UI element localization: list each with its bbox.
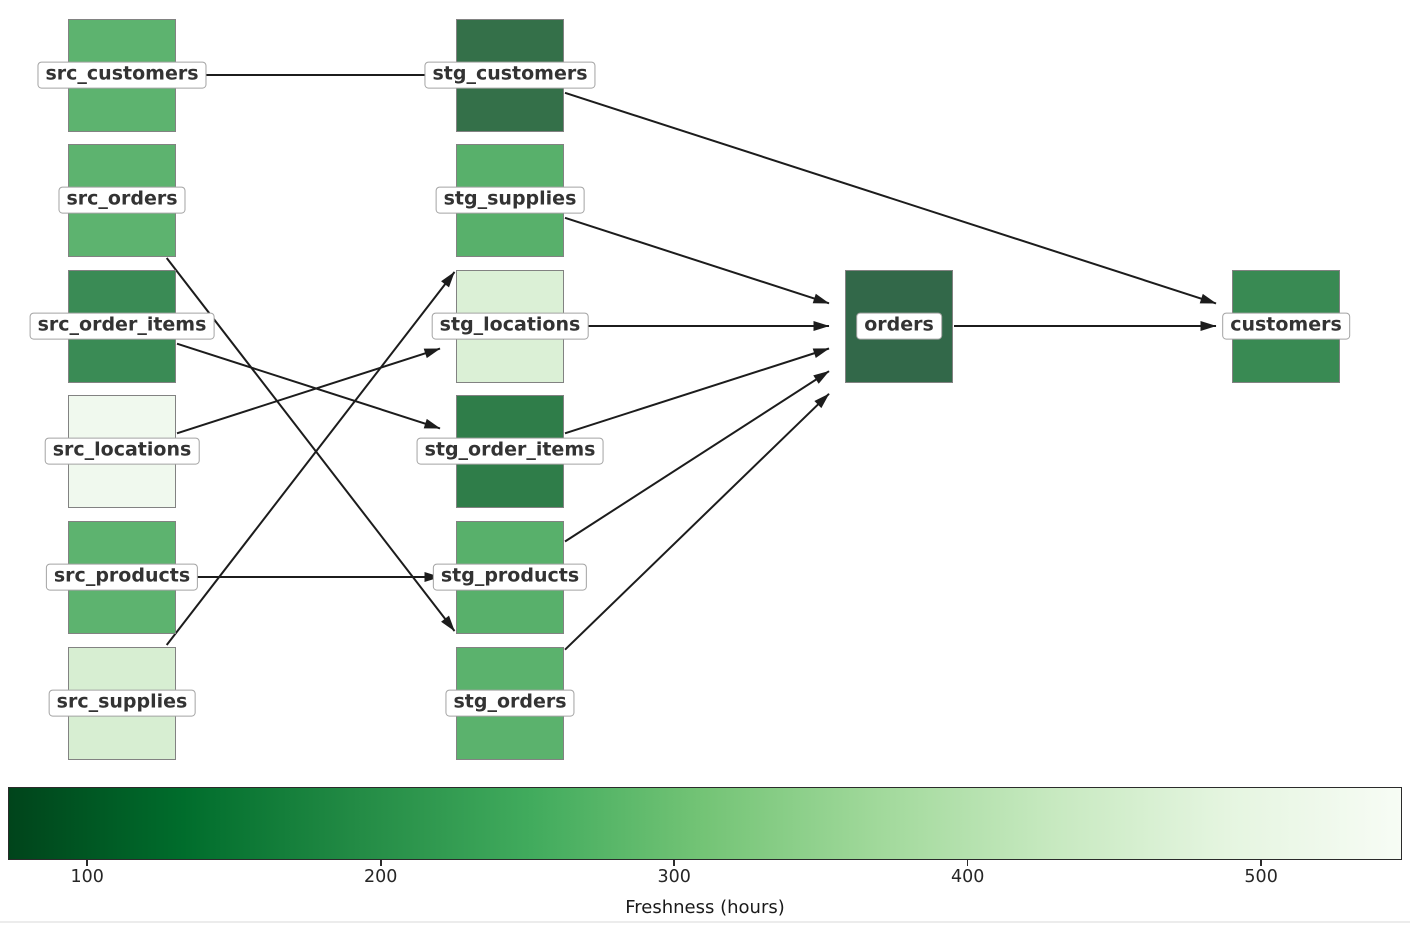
edge-stg_order_items-to-orders (564, 347, 830, 435)
node-label-stg_customers: stg_customers (424, 61, 596, 89)
node-label-stg_orders: stg_orders (445, 689, 575, 717)
node-label-stg_supplies: stg_supplies (435, 186, 585, 214)
colorbar-tick-label-500: 500 (1244, 867, 1278, 887)
edge-stg_products-to-orders (564, 370, 830, 543)
edge-src_order_items-to-stg_order_items (176, 342, 441, 430)
colorbar-tick-300 (673, 860, 675, 866)
colorbar-axis-label: Freshness (hours) (625, 897, 785, 918)
edge-src_supplies-to-stg_supplies (165, 271, 456, 646)
node-label-stg_products: stg_products (432, 563, 588, 591)
colorbar-tick-100 (86, 860, 89, 866)
node-label-src_orders: src_orders (58, 186, 186, 214)
colorbar-tick-500 (1260, 860, 1262, 866)
colorbar-tick-400 (966, 860, 969, 866)
edge-stg_customers-to-customers (564, 91, 1217, 305)
node-label-orders: orders (856, 312, 942, 340)
colorbar-gradient (8, 787, 1402, 860)
colorbar-tick-label-300: 300 (657, 867, 691, 887)
node-label-src_order_items: src_order_items (29, 312, 215, 340)
node-label-stg_order_items: stg_order_items (416, 437, 604, 465)
edge-src_locations-to-stg_locations (176, 347, 441, 435)
node-label-src_customers: src_customers (37, 61, 207, 89)
edge-src_orders-to-stg_orders (165, 257, 456, 632)
colorbar-tick-label-100: 100 (70, 867, 104, 887)
figure-bottom-divider (0, 921, 1410, 923)
edges-layer (165, 70, 1217, 651)
colorbar-tick-label-400: 400 (950, 867, 985, 887)
edge-stg_supplies-to-orders (564, 216, 830, 305)
node-label-src_supplies: src_supplies (48, 689, 196, 717)
node-label-src_locations: src_locations (44, 437, 200, 465)
colorbar-tick-200 (379, 860, 382, 866)
edge-stg_orders-to-orders (564, 393, 830, 651)
node-label-src_products: src_products (45, 563, 199, 591)
node-label-stg_locations: stg_locations (431, 312, 589, 340)
colorbar-tick-label-200: 200 (364, 867, 398, 887)
node-label-customers: customers (1222, 312, 1350, 340)
